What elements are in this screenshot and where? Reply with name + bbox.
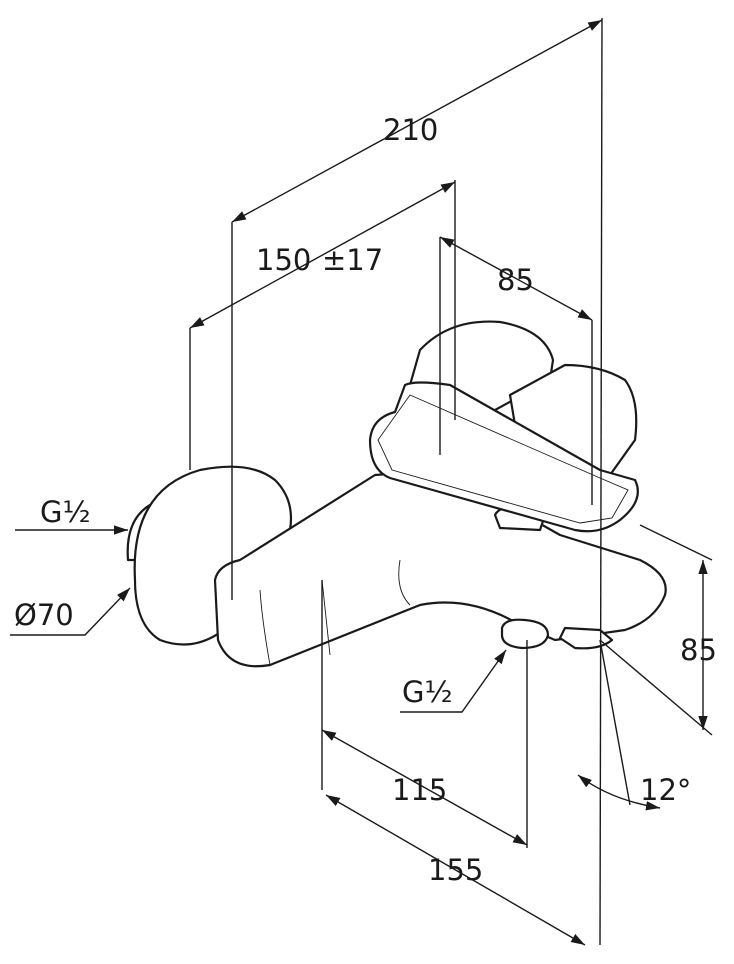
outlet-connector <box>500 618 550 650</box>
dim-tolerance: ±17 <box>322 243 383 277</box>
dim-angle: 12° <box>640 773 691 807</box>
lever-handle <box>368 381 639 533</box>
escutcheon <box>133 465 293 646</box>
dim-85-height: 85 <box>680 633 717 667</box>
dim-85-lever: 85 <box>497 263 534 297</box>
label-inlet-g12: G½ <box>40 495 91 529</box>
dim-210: 210 <box>383 113 438 147</box>
dim-115: 115 <box>392 773 447 807</box>
dimension-lines <box>10 17 713 946</box>
label-outlet-g12: G½ <box>402 675 453 709</box>
dim-150: 150 <box>256 243 311 277</box>
dim-155: 155 <box>428 853 483 887</box>
spout <box>213 468 667 668</box>
label-diameter-70: Ø70 <box>14 598 74 632</box>
faucet-body <box>126 320 667 668</box>
